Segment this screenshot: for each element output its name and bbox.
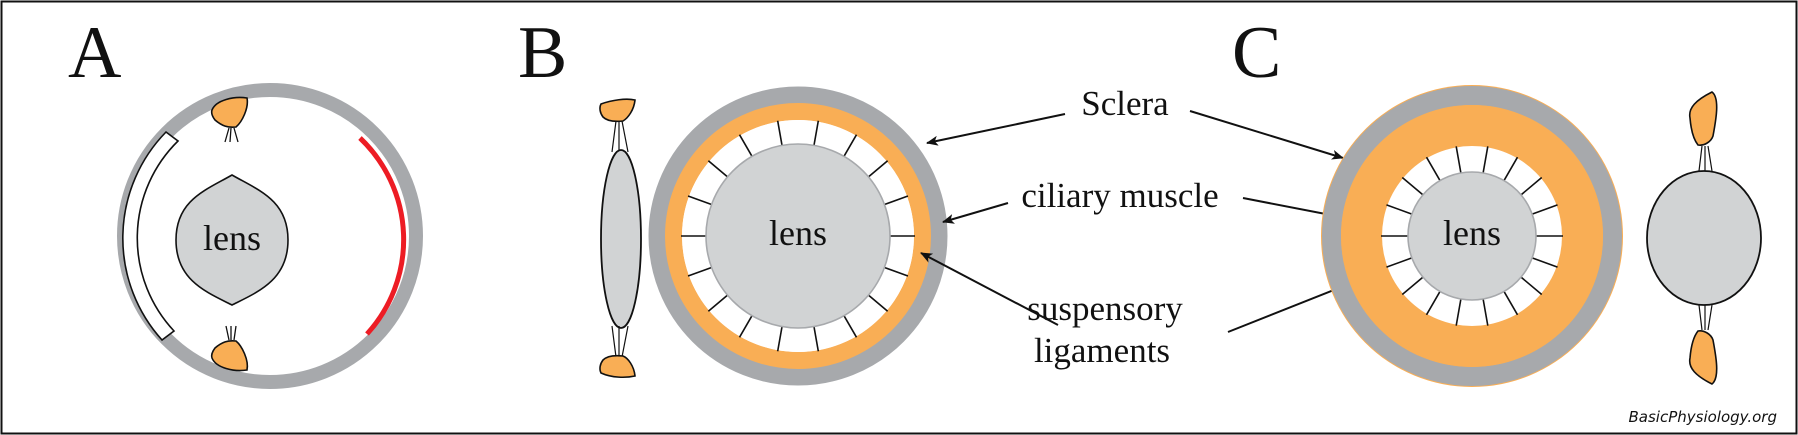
panel-a-ciliary-body-top: [210, 96, 249, 143]
panel-a-lens-label: lens: [203, 218, 261, 258]
suspensory-ligament: [813, 326, 820, 352]
suspensory-ligament: [1425, 156, 1441, 181]
panel-c-ciliary-muscle-ring: [1341, 105, 1603, 367]
panel-b-lens-label: lens: [769, 213, 827, 253]
panel-b-label: B: [518, 12, 567, 94]
panel-a-cornea-window: [122, 130, 180, 342]
suspensory-ligament: [1386, 204, 1413, 215]
panel-a-lens: [175, 174, 289, 306]
suspensory-ligament: [867, 294, 889, 312]
credit-text: BasicPhysiology.org: [1628, 408, 1777, 426]
arrow-sclera-c: [1189, 110, 1344, 160]
suspensory-ligament: [884, 195, 909, 206]
panel-c-side-lens: [1646, 91, 1762, 385]
suspensory-ligament: [1503, 291, 1519, 316]
suspensory-ligament: [1531, 204, 1558, 215]
suspensory-ligament: [776, 326, 783, 352]
panel-c-label: C: [1232, 12, 1281, 94]
suspensory-ligament: [738, 315, 753, 338]
arrow-ciliary-b: [942, 202, 1009, 224]
suspensory-ligament: [1425, 291, 1441, 316]
panel-a-ciliary-body-bottom: [210, 325, 249, 372]
label-sclera: Sclera: [1081, 84, 1169, 123]
panel-b-suspensory-ligaments: [681, 120, 915, 352]
panel-a: A lens: [68, 12, 423, 389]
suspensory-ligament: [1455, 146, 1462, 174]
suspensory-ligament: [687, 195, 712, 206]
label-ligaments: ligaments: [1034, 331, 1170, 370]
suspensory-ligament: [707, 294, 729, 312]
panel-c-sclera-ring: [1322, 86, 1622, 386]
label-ciliary-muscle: ciliary muscle: [1021, 176, 1218, 215]
panel-b: B lens: [518, 12, 948, 386]
panel-c-lens: [1407, 171, 1537, 301]
panel-c-lens-label: lens: [1443, 213, 1501, 253]
panel-b-sclera-ring: [648, 86, 948, 386]
panel-c-suspensory-ligaments: [1381, 146, 1563, 326]
suspensory-ligament: [867, 160, 889, 178]
suspensory-ligament: [687, 266, 712, 277]
suspensory-ligament: [843, 315, 858, 338]
suspensory-ligament: [1520, 176, 1543, 196]
suspensory-ligament: [738, 134, 753, 157]
panel-b-lens: [705, 143, 891, 329]
suspensory-ligament: [1386, 257, 1413, 268]
panel-a-label: A: [68, 12, 121, 94]
annotation-labels: Sclera ciliary muscle suspensory ligamen…: [920, 84, 1403, 370]
panel-b-side-lens: [599, 98, 642, 379]
suspensory-ligament: [1531, 257, 1558, 268]
suspensory-ligament: [707, 160, 729, 178]
panel-a-retina-arc: [358, 136, 407, 336]
suspensory-ligament: [884, 266, 909, 277]
suspensory-ligament: [1401, 276, 1424, 296]
suspensory-ligament: [1520, 276, 1543, 296]
panel-c: C lens: [1232, 12, 1762, 387]
suspensory-ligament: [776, 120, 783, 146]
suspensory-ligament: [1503, 156, 1519, 181]
suspensory-ligament: [843, 134, 858, 157]
suspensory-ligament: [1482, 146, 1489, 174]
panel-b-ciliary-muscle-ring: [665, 103, 931, 369]
suspensory-ligament: [1401, 176, 1424, 196]
suspensory-ligament: [813, 120, 820, 146]
suspensory-ligament: [1482, 298, 1489, 326]
suspensory-ligament: [1455, 298, 1462, 326]
panel-c-front-view: lens: [1321, 85, 1623, 387]
arrow-sclera-b: [926, 113, 1066, 146]
arrow-suspensory-b: [920, 252, 1059, 326]
panel-b-front-view: lens: [648, 86, 948, 386]
